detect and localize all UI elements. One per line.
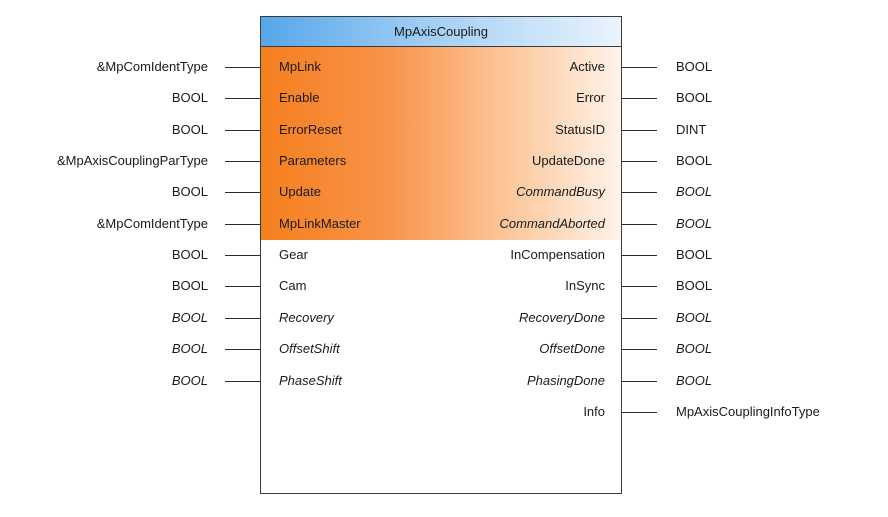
output-type-label: BOOL — [676, 184, 713, 200]
output-type-label: MpAxisCouplingInfoType — [676, 403, 820, 419]
output-pin-name: Info — [583, 403, 605, 419]
output-type-label: BOOL — [676, 372, 713, 388]
input-pin-name: OffsetShift — [279, 341, 340, 357]
output-pin-name: UpdateDone — [532, 153, 605, 169]
input-type-label: BOOL — [171, 372, 208, 388]
input-connector-line — [225, 223, 260, 225]
input-type-label: BOOL — [171, 247, 208, 263]
input-pin-name: Gear — [279, 247, 308, 263]
input-connector-line — [225, 317, 260, 319]
input-pin-name: Enable — [279, 90, 320, 106]
output-connector-line — [622, 255, 657, 257]
input-connector-line — [225, 67, 260, 68]
output-connector-line — [622, 411, 657, 413]
output-connector-line — [622, 161, 657, 163]
output-type-label: BOOL — [676, 278, 713, 294]
output-type-label: BOOL — [676, 59, 713, 74]
input-connector-line — [225, 349, 260, 351]
output-pin-name: OffsetDone — [539, 341, 605, 357]
input-connector-line — [225, 380, 260, 382]
input-type-label: BOOL — [171, 341, 208, 357]
output-pin-name: InCompensation — [510, 247, 605, 263]
output-pin-name: CommandBusy — [516, 184, 605, 200]
input-type-label: &MpAxisCouplingParType — [56, 153, 208, 169]
input-connector-line — [225, 255, 260, 257]
output-connector-line — [622, 349, 657, 351]
input-pin-name: Update — [279, 184, 321, 200]
mandatory-inputs-highlight — [261, 47, 621, 240]
output-connector-line — [622, 98, 657, 100]
input-connector-line — [225, 98, 260, 100]
output-pin-name: StatusID — [555, 121, 605, 137]
input-connector-line — [225, 161, 260, 163]
input-type-label: BOOL — [171, 121, 208, 137]
input-pin-name: MpLink — [279, 59, 321, 74]
output-connector-line — [622, 380, 657, 382]
input-pin-name: ErrorReset — [279, 121, 342, 137]
output-type-label: DINT — [676, 121, 707, 137]
input-type-label: BOOL — [171, 278, 208, 294]
input-pin-name: Recovery — [279, 309, 334, 325]
input-pin-name: PhaseShift — [279, 372, 342, 388]
output-pin-name: Error — [576, 90, 605, 106]
output-connector-line — [622, 129, 657, 131]
input-type-label: &MpComIdentType — [96, 59, 208, 74]
output-connector-line — [622, 67, 657, 68]
output-type-label: BOOL — [676, 309, 713, 325]
output-type-label: BOOL — [676, 215, 713, 231]
output-type-label: BOOL — [676, 247, 713, 263]
output-connector-line — [622, 192, 657, 194]
input-pin-name: Cam — [279, 278, 307, 294]
input-type-label: BOOL — [171, 184, 208, 200]
output-type-label: BOOL — [676, 90, 713, 106]
output-pin-name: RecoveryDone — [519, 309, 605, 325]
output-pin-name: InSync — [565, 278, 605, 294]
input-type-label: BOOL — [171, 309, 208, 325]
output-type-label: BOOL — [676, 153, 713, 169]
output-pin-name: Active — [569, 59, 605, 74]
output-pin-name: PhasingDone — [526, 372, 605, 388]
input-connector-line — [225, 129, 260, 131]
input-type-label: &MpComIdentType — [96, 215, 208, 231]
input-pin-name: Parameters — [279, 153, 347, 169]
input-pin-name: MpLinkMaster — [279, 215, 361, 231]
output-connector-line — [622, 317, 657, 319]
input-connector-line — [225, 192, 260, 194]
input-type-label: BOOL — [171, 90, 208, 106]
input-connector-line — [225, 286, 260, 288]
function-block: MpAxisCoupling — [260, 16, 622, 494]
output-connector-line — [622, 223, 657, 225]
block-title: MpAxisCoupling — [261, 17, 621, 47]
output-connector-line — [622, 286, 657, 288]
output-pin-name: CommandAborted — [499, 215, 606, 231]
output-type-label: BOOL — [676, 341, 713, 357]
